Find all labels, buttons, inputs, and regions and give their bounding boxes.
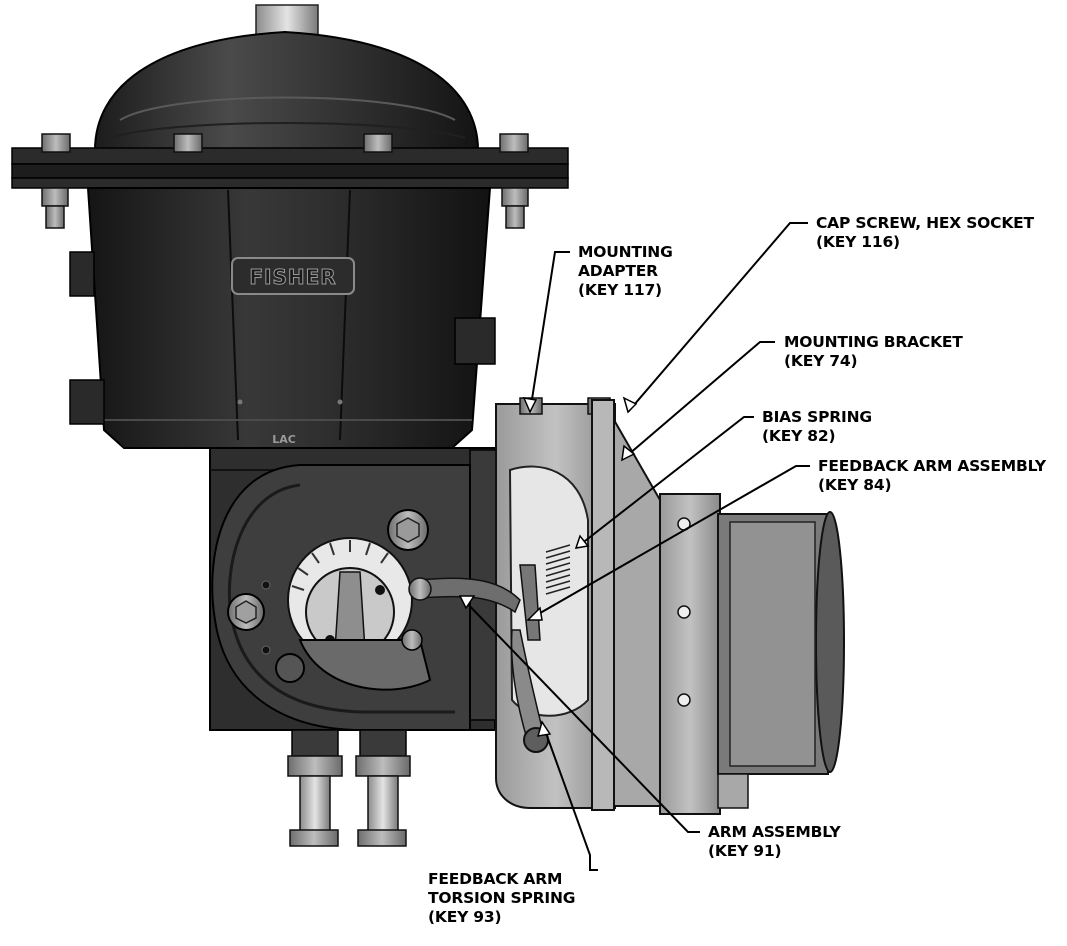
leader-mounting-adapter — [529, 251, 570, 413]
leader-lines — [459, 222, 810, 871]
callout-line: (KEY 74) — [784, 352, 858, 370]
callout-line: (KEY 84) — [818, 476, 892, 494]
callout-line: FEEDBACK ARM — [428, 870, 563, 888]
callout-bias-spring: BIAS SPRING (KEY 82) — [762, 408, 872, 446]
rotary-housing — [211, 464, 471, 731]
callout-mounting-adapter: MOUNTING ADAPTER (KEY 117) — [578, 243, 673, 300]
callout-cap-screw: CAP SCREW, HEX SOCKET (KEY 116) — [816, 214, 1034, 252]
leader-bias-spring — [575, 416, 754, 549]
yoke-body: FISHER LAC — [69, 187, 496, 449]
callout-arm-assembly: ARM ASSEMBLY (KEY 91) — [708, 823, 841, 861]
casing-flange — [11, 147, 569, 189]
callout-torsion-spring: FEEDBACK ARM TORSION SPRING (KEY 93) — [428, 870, 575, 927]
callout-line: (KEY 116) — [816, 233, 900, 251]
callout-line: FEEDBACK ARM ASSEMBLY — [818, 457, 1046, 475]
bias-spring-part — [545, 544, 571, 595]
callout-line: BIAS SPRING — [762, 408, 872, 426]
callout-line: ARM ASSEMBLY — [708, 823, 841, 841]
callout-line: MOUNTING — [578, 243, 673, 261]
leader-feedback-arm — [527, 465, 810, 621]
callout-feedback-arm: FEEDBACK ARM ASSEMBLY (KEY 84) — [818, 457, 1046, 495]
pipe-fittings — [287, 729, 411, 847]
lac-marking: LAC — [272, 433, 296, 446]
leader-arm-assembly — [459, 595, 700, 833]
callout-line: ADAPTER — [578, 262, 658, 280]
fisher-logo: FISHER — [249, 265, 336, 289]
callout-line: (KEY 117) — [578, 281, 662, 299]
leader-arrowheads — [458, 396, 638, 737]
callout-line: (KEY 91) — [708, 842, 782, 860]
callout-line: (KEY 93) — [428, 908, 502, 926]
mounting-bracket-part — [591, 399, 661, 811]
leader-cap-screw — [627, 222, 808, 413]
callout-line: (KEY 82) — [762, 427, 836, 445]
callout-mounting-bracket: MOUNTING BRACKET (KEY 74) — [784, 333, 963, 371]
callout-line: CAP SCREW, HEX SOCKET — [816, 214, 1034, 232]
diaphragm-casing — [93, 30, 480, 151]
positioner-body — [659, 493, 845, 815]
leader-torsion-spring — [541, 721, 598, 871]
callout-line: TORSION SPRING — [428, 889, 576, 907]
leader-mounting-bracket — [621, 341, 775, 461]
callout-line: MOUNTING BRACKET — [784, 333, 963, 351]
